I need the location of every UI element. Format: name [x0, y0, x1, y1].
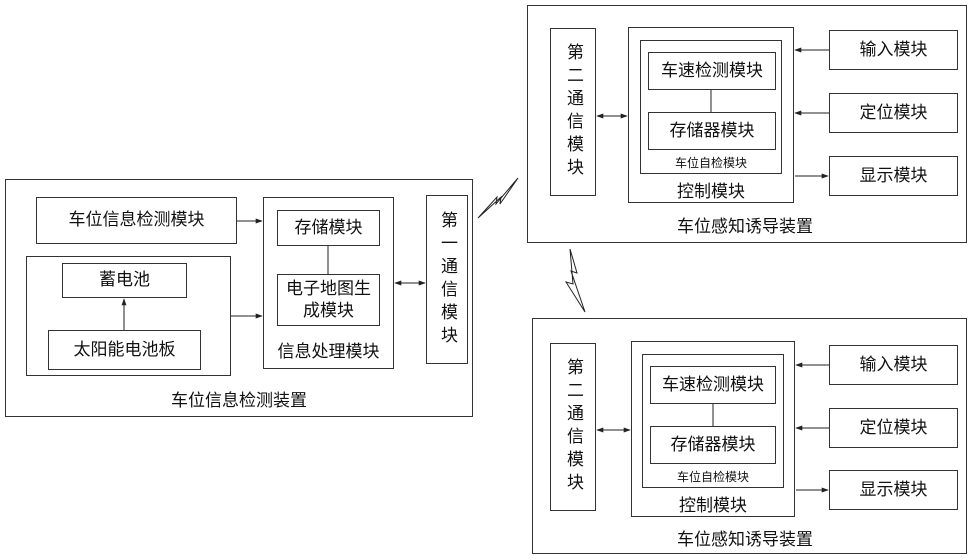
wireless-link-top-icon	[478, 178, 518, 218]
wireless-link-middle-icon	[566, 249, 585, 312]
